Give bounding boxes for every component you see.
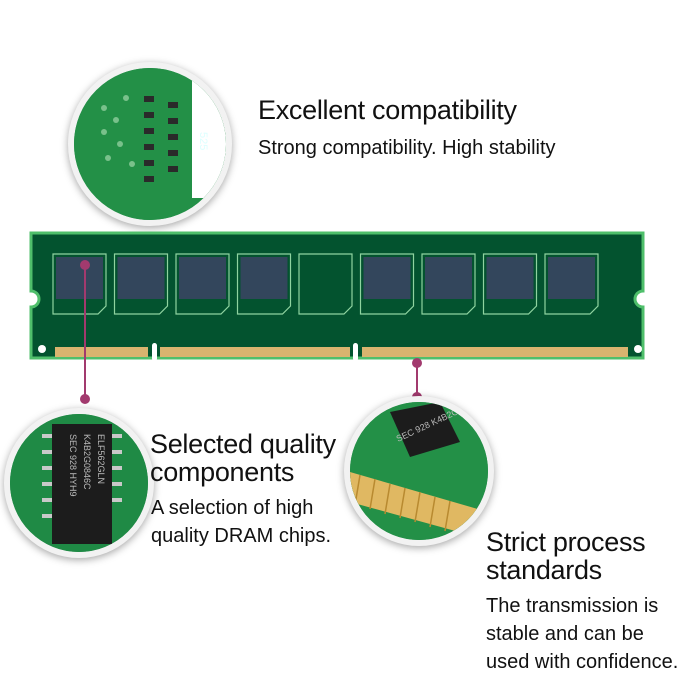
svg-text:K4B2G0846C: K4B2G0846C: [82, 434, 92, 490]
memory-chip: [298, 253, 353, 315]
memory-chip-fill: [117, 257, 165, 299]
memory-chip: [544, 253, 599, 315]
memory-chip-fill: [56, 257, 103, 299]
gold-pins: [362, 347, 628, 357]
feature-text-line: used with confidence.: [486, 651, 679, 673]
zoom-circle-components: SEC 928 HYH9 K4B2G0846C ELF562GLN: [4, 408, 154, 558]
memory-chip: [113, 253, 169, 315]
memory-chip: [482, 253, 538, 315]
memory-chip: [52, 253, 107, 315]
feature-title-compatibility: Excellent compatibility: [258, 95, 517, 125]
feature-text-process: The transmission is stable and can be us…: [486, 592, 678, 676]
memory-chip: [421, 253, 476, 315]
memory-chip: [236, 253, 292, 315]
key-notch: [353, 343, 358, 361]
feature-text-components: A selection of high quality DRAM chips.: [151, 494, 331, 550]
feature-title-line: standards: [486, 555, 602, 585]
callout-line: [416, 363, 418, 396]
feature-text-line: A selection of high: [151, 497, 314, 519]
memory-chip-fill: [179, 257, 226, 299]
memory-chip: [359, 253, 415, 315]
gold-pins: [160, 347, 350, 357]
feature-text-line: stable and can be: [486, 623, 644, 645]
gold-finger-closeup-icon: SEC 928 K4B2G0: [350, 402, 488, 540]
dram-chip-closeup-icon: SEC 928 HYH9 K4B2G0846C ELF562GLN: [10, 414, 148, 552]
feature-title-components: Selected quality components: [150, 430, 336, 486]
zoom-circle-process: SEC 928 K4B2G0: [344, 396, 494, 546]
svg-text:ELF562GLN: ELF562GLN: [96, 434, 106, 484]
key-notch: [152, 343, 157, 361]
svg-text:SEC 928 HYH9: SEC 928 HYH9: [68, 434, 78, 497]
memory-chip: [175, 253, 230, 315]
callout-line: [84, 265, 86, 398]
feature-title-line: components: [150, 457, 295, 487]
zoom-circle-compatibility: 525: [68, 62, 232, 226]
feature-title-line: Strict process: [486, 527, 646, 557]
mount-hole: [634, 345, 642, 353]
memory-chip-fill: [240, 257, 288, 299]
ram-module: [29, 231, 645, 361]
gold-pins: [55, 347, 148, 357]
memory-chip-fill: [363, 257, 411, 299]
callout-dot: [80, 394, 90, 404]
memory-chip-fill: [425, 257, 472, 299]
memory-chip-fill: [548, 257, 595, 299]
mount-hole: [38, 345, 46, 353]
silkscreen-525: 525: [197, 132, 209, 150]
feature-title-process: Strict process standards: [486, 527, 646, 585]
feature-text-line: quality DRAM chips.: [151, 525, 332, 547]
memory-chip-fill: [486, 257, 534, 299]
pcb-closeup-icon: 525: [74, 68, 226, 220]
feature-text-compatibility: Strong compatibility. High stability: [258, 137, 556, 159]
feature-text-line: The transmission is: [486, 595, 659, 617]
feature-title-line: Selected quality: [150, 429, 336, 459]
